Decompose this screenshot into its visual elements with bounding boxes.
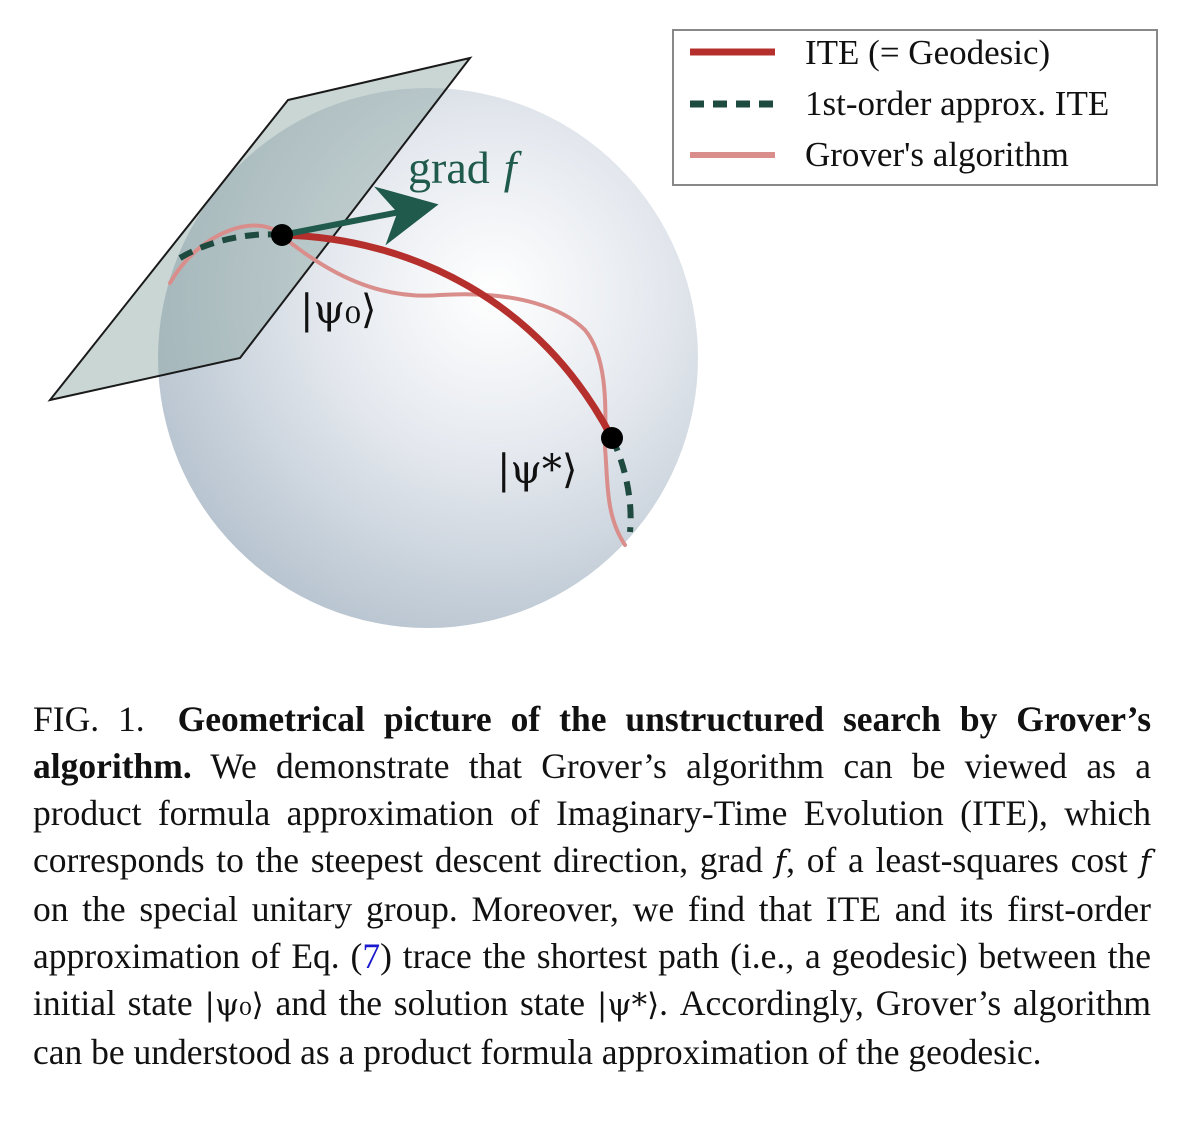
- caption-text-3: on the special unitary group. Moreover, …: [33, 889, 1151, 976]
- ite-geodesic-path: [278, 231, 616, 442]
- caption-f-symbol-1: f: [774, 844, 787, 880]
- caption-text-4: ) trace the shortest path (i.e., a geode…: [33, 936, 1151, 1023]
- caption-label: FIG. 1.: [33, 699, 145, 739]
- caption-f-symbol-2: f: [1139, 844, 1151, 880]
- tangent-plane: [47, 56, 473, 402]
- grover-path: [168, 223, 627, 547]
- caption-ket-psi-star: |ψ*⟩: [596, 987, 660, 1023]
- psi-star-label: |ψ*⟩: [497, 447, 577, 493]
- psi0-point: [271, 224, 293, 246]
- caption-text-5: and the solution state: [275, 983, 586, 1023]
- caption-text-6: . Accordingly, Grover’s algorithm can be…: [33, 983, 1151, 1072]
- legend-label-ite: ITE (= Geodesic): [805, 33, 1050, 72]
- sphere: [158, 88, 698, 628]
- equation-reference-link[interactable]: 7: [362, 936, 381, 976]
- caption-text-1: We demonstrate that Grover’s algorithm c…: [33, 746, 1152, 880]
- psi-star-point: [601, 427, 623, 449]
- grad-arrow: [281, 186, 439, 246]
- caption-text-2: , of a least-squares cost: [786, 840, 1128, 880]
- caption-title: Geometrical picture of the unstructured …: [33, 699, 1152, 786]
- legend-box: [672, 29, 1158, 186]
- legend-label-first-order: 1st-order approx. ITE: [805, 84, 1109, 123]
- figure-caption: FIG. 1. Geometrical picture of the unstr…: [33, 696, 1151, 1076]
- caption-ket-psi0: |ψ₀⟩: [204, 987, 264, 1023]
- legend-label-grover: Grover's algorithm: [805, 135, 1069, 174]
- legend: ITE (= Geodesic) 1st-order approx. ITE G…: [672, 29, 1158, 186]
- psi0-label: |ψ₀⟩: [300, 287, 376, 333]
